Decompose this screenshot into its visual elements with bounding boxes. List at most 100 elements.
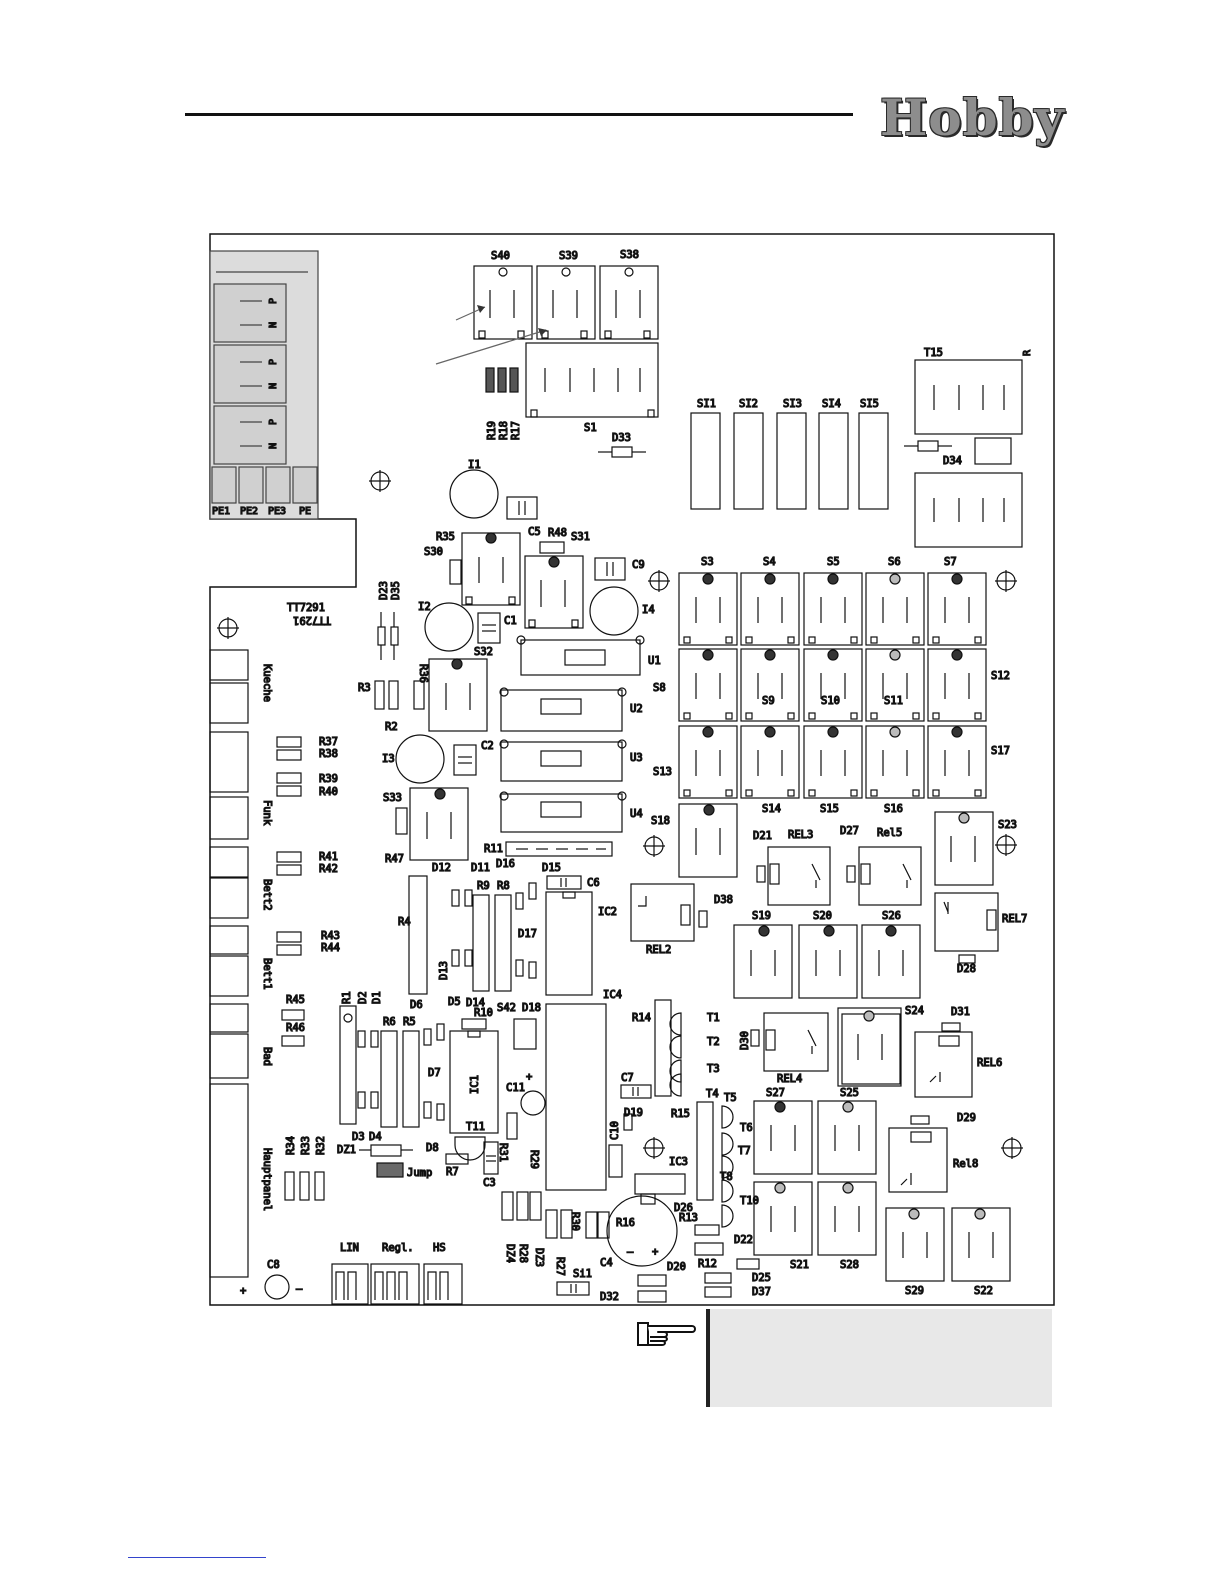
mounting-hole-icon bbox=[995, 570, 1017, 592]
mounting-hole-icon bbox=[643, 835, 665, 857]
d18-label: D18 bbox=[522, 1002, 541, 1014]
r39-label: R39 bbox=[319, 773, 338, 785]
s6-label: S6 bbox=[888, 556, 901, 568]
c8-label: C8 bbox=[267, 1259, 280, 1271]
r36-label: R36 bbox=[417, 664, 429, 683]
d3-label: D3 bbox=[352, 1131, 365, 1143]
rel2-label: REL2 bbox=[646, 944, 671, 956]
si3-label: SI3 bbox=[783, 398, 802, 410]
r13-label: R13 bbox=[679, 1212, 698, 1224]
d20-label: D20 bbox=[667, 1261, 686, 1273]
r48-label: R48 bbox=[548, 527, 567, 539]
i1-label: I1 bbox=[468, 459, 481, 471]
s3-label: S3 bbox=[701, 556, 714, 568]
i3-label: I3 bbox=[382, 753, 395, 765]
rel3-label: REL3 bbox=[788, 829, 813, 841]
brand-logo: Hobby bbox=[880, 88, 1065, 147]
bottom-components: DZ4 R28 DZ3 R27 R30 C4 – + R16 IC3 D26 R… bbox=[501, 1106, 772, 1304]
relay-cell bbox=[865, 572, 925, 646]
d31-label: D31 bbox=[951, 1006, 970, 1018]
r32-label: R32 bbox=[315, 1136, 327, 1155]
relays-mid: REL2 D38 REL3 D21 Rel5 D27 REL7 D28 S23 bbox=[630, 811, 1028, 976]
si2-label: SI2 bbox=[739, 398, 758, 410]
s8-label: S8 bbox=[653, 682, 666, 694]
t11-label: T11 bbox=[466, 1121, 485, 1133]
s38-label: S38 bbox=[620, 249, 639, 261]
d25-label: D25 bbox=[752, 1272, 771, 1284]
relay-cell bbox=[740, 572, 800, 646]
i2-label: I2 bbox=[418, 601, 431, 613]
d6-label: D6 bbox=[410, 999, 423, 1011]
s33-label: S33 bbox=[383, 792, 402, 804]
mounting-hole-icon bbox=[995, 834, 1017, 856]
r15-label: R15 bbox=[671, 1108, 690, 1120]
d22-label: D22 bbox=[734, 1234, 753, 1246]
relay-cell bbox=[803, 725, 863, 799]
s42-label: S42 bbox=[497, 1002, 516, 1014]
ic1-label: IC1 bbox=[469, 1075, 481, 1094]
r3-label: R3 bbox=[358, 682, 371, 694]
inductors: I1 I2 I3 I4 bbox=[381, 458, 655, 784]
s21-label: S21 bbox=[790, 1259, 809, 1271]
d8-label: D8 bbox=[426, 1142, 439, 1154]
connector-bad: Bad bbox=[261, 1047, 273, 1066]
s40-label: S40 bbox=[491, 250, 510, 262]
ic3-label: IC3 bbox=[669, 1156, 688, 1168]
d30-label: D30 bbox=[739, 1031, 751, 1050]
connector-regl: Regl. bbox=[382, 1242, 414, 1254]
t4-label: T4 bbox=[706, 1088, 719, 1100]
relay-cell bbox=[740, 725, 800, 799]
t15-transformer: T15 R D34 bbox=[904, 346, 1034, 548]
r16-label: R16 bbox=[616, 1217, 635, 1229]
r37-label: R37 bbox=[319, 736, 338, 748]
relay-cell bbox=[678, 648, 738, 722]
r-label: R bbox=[1022, 349, 1033, 356]
small-relays-left: R35 S30 R48 S31 S32 S33 R47 bbox=[382, 526, 590, 865]
r41-label: R41 bbox=[319, 851, 338, 863]
s27-label: S27 bbox=[766, 1087, 785, 1099]
s5-label: S5 bbox=[827, 556, 840, 568]
c11-label: C11 bbox=[506, 1082, 525, 1094]
t7-label: T7 bbox=[738, 1145, 751, 1157]
mounting-hole-icon bbox=[643, 1137, 665, 1159]
terminal-2-n: N bbox=[268, 383, 279, 389]
s13-label: S13 bbox=[653, 766, 672, 778]
u3-label: U3 bbox=[630, 752, 643, 764]
s23-label: S23 bbox=[998, 819, 1017, 831]
mounting-hole-icon bbox=[1001, 1137, 1023, 1159]
left-diodes: D23 D35 R36 R3 R2 TT7291 TT7291 bbox=[286, 580, 429, 733]
c3-label: C3 bbox=[483, 1177, 496, 1189]
mid-components: R11 D12 D11 D16 D15 R9 R8 R4 D13 D17 IC2… bbox=[397, 841, 618, 1050]
d12-label: D12 bbox=[432, 862, 451, 874]
relay-cell bbox=[927, 648, 987, 722]
ics: IC4 IC1 R10 C11 + R31 T11 R7 D8 R29 bbox=[425, 988, 623, 1191]
relays-lower-right: REL4 D30 S24 REL6 D31 Rel8 D29 S27 S25 S… bbox=[738, 1004, 1011, 1298]
d5-label: D5 bbox=[448, 996, 461, 1008]
terminal-1-n: N bbox=[268, 322, 279, 328]
t10-label: T10 bbox=[740, 1195, 759, 1207]
r11-label: R11 bbox=[484, 843, 503, 855]
d23-label: D23 bbox=[378, 581, 390, 600]
dz3-label: DZ3 bbox=[533, 1248, 545, 1267]
terminal-1-p: P bbox=[268, 298, 279, 304]
pe-label: PE bbox=[299, 506, 311, 517]
footer-link-underline bbox=[128, 1557, 266, 1558]
note-box bbox=[706, 1309, 1052, 1407]
r47-label: R47 bbox=[385, 853, 404, 865]
d15-label: D15 bbox=[542, 862, 561, 874]
pe2-label: PE2 bbox=[240, 506, 258, 517]
r5-label: R5 bbox=[403, 1016, 416, 1028]
d11-label: D11 bbox=[471, 862, 490, 874]
dz4-label: DZ4 bbox=[504, 1244, 516, 1263]
r38-label: R38 bbox=[319, 748, 338, 760]
connector-bett2: Bett2 bbox=[261, 879, 273, 911]
rel6-label: REL6 bbox=[977, 1057, 1002, 1069]
r18-label: R18 bbox=[498, 421, 510, 440]
connector-hauptpanel: Hauptpanel bbox=[261, 1148, 273, 1211]
relay-cell bbox=[678, 725, 738, 799]
t1-label: T1 bbox=[707, 1012, 720, 1024]
s32-label: S32 bbox=[474, 646, 493, 658]
lower-left-components: R1 D2 D1 R6 R5 D7 D3 D4 DZ1 Jump bbox=[336, 991, 445, 1180]
r40-label: R40 bbox=[319, 786, 338, 798]
